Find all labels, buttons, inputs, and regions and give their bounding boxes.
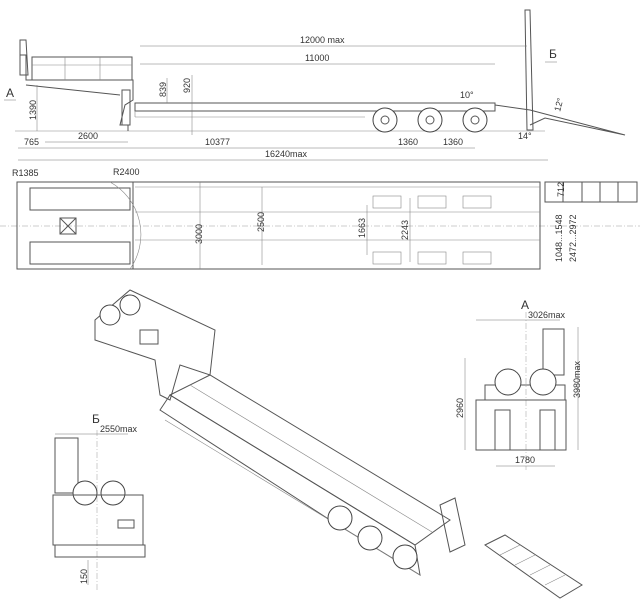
wheel — [372, 107, 398, 133]
view-b: Б 2550max 150 — [52, 412, 146, 590]
dim-deck-width: 2500 — [256, 212, 266, 232]
gooseneck-coupler — [19, 39, 29, 76]
dim-axle-1: 1360 — [398, 137, 418, 147]
dim-overall-length: 16240max — [265, 149, 308, 159]
view-b-label: Б — [92, 412, 100, 426]
ramp-raised — [524, 9, 534, 131]
kingpin-box — [59, 217, 77, 235]
dim-length-max: 12000 max — [300, 35, 345, 45]
frame-side-3d — [159, 394, 421, 576]
dim-axle-2: 1360 — [443, 137, 463, 147]
wheel-3d — [392, 544, 418, 570]
deck — [134, 102, 496, 112]
dim-2600: 2600 — [78, 131, 98, 141]
gooseneck-deck-bottom — [29, 241, 131, 265]
angle-12: 12° — [552, 96, 565, 112]
swing-radius-arc — [109, 181, 142, 270]
wheel-positions — [372, 195, 492, 265]
dim-920: 920 — [182, 78, 192, 93]
dim-839: 839 — [158, 82, 168, 97]
dim-1390: 1390 — [28, 100, 38, 120]
dim-deck-length: 11000 — [305, 53, 329, 63]
gooseneck-deck-top — [29, 187, 131, 211]
plan-view: R1385 R2400 2500 3000 1663 2243 712 1048… — [0, 167, 640, 270]
spare-wheel — [494, 368, 522, 396]
ramp-lowered — [494, 104, 626, 136]
view-a: А 3026max 2960 3980max 1780 — [455, 298, 582, 470]
dim-overall-width: 3000 — [194, 224, 204, 244]
rear-frame — [475, 399, 567, 451]
gooseneck-3d — [94, 289, 216, 401]
dim-765: 765 — [24, 137, 39, 147]
angle-10: 10° — [460, 90, 474, 100]
perspective-view — [94, 289, 583, 599]
axle-group — [372, 107, 488, 133]
view-a-label: А — [521, 298, 529, 312]
angle-14: 14° — [518, 131, 532, 141]
side-view: 12000 max 11000 839 920 1390 А Б 10° 12°… — [4, 9, 626, 161]
dim-10377: 10377 — [205, 137, 230, 147]
dim-ramp-spacing-1: 1048...1548 — [554, 214, 564, 262]
frame-outline — [16, 181, 541, 270]
dim-2243: 2243 — [400, 220, 410, 240]
radius-r1385: R1385 — [12, 168, 39, 178]
dim-2550max: 2550max — [100, 424, 138, 434]
ramps-plan — [544, 181, 638, 203]
dim-ramp-spacing-2: 2472...2972 — [568, 214, 578, 262]
dim-1780: 1780 — [515, 455, 535, 465]
deck-3d — [168, 374, 451, 546]
dim-3980max: 3980max — [572, 360, 582, 398]
spare-wheel — [529, 368, 557, 396]
section-a-marker: А — [6, 86, 14, 100]
radius-r2400: R2400 — [113, 167, 140, 177]
ramp-lowered-3d — [484, 534, 583, 599]
wheel-3d — [327, 505, 353, 531]
ramp-folded-b — [54, 437, 79, 494]
dim-2960: 2960 — [455, 398, 465, 418]
ramp-raised-3d — [439, 497, 466, 553]
ramps-folded — [542, 328, 565, 376]
dim-ramp-width: 712 — [556, 182, 566, 197]
section-b-marker: Б — [549, 47, 557, 61]
wheel — [462, 107, 488, 133]
dim-3026max: 3026max — [528, 310, 566, 320]
wheel-3d — [357, 525, 383, 551]
landing-leg — [121, 89, 131, 126]
dim-1663: 1663 — [357, 218, 367, 238]
dim-150: 150 — [79, 569, 89, 584]
gooseneck-platform — [31, 56, 133, 81]
wheel — [417, 107, 443, 133]
